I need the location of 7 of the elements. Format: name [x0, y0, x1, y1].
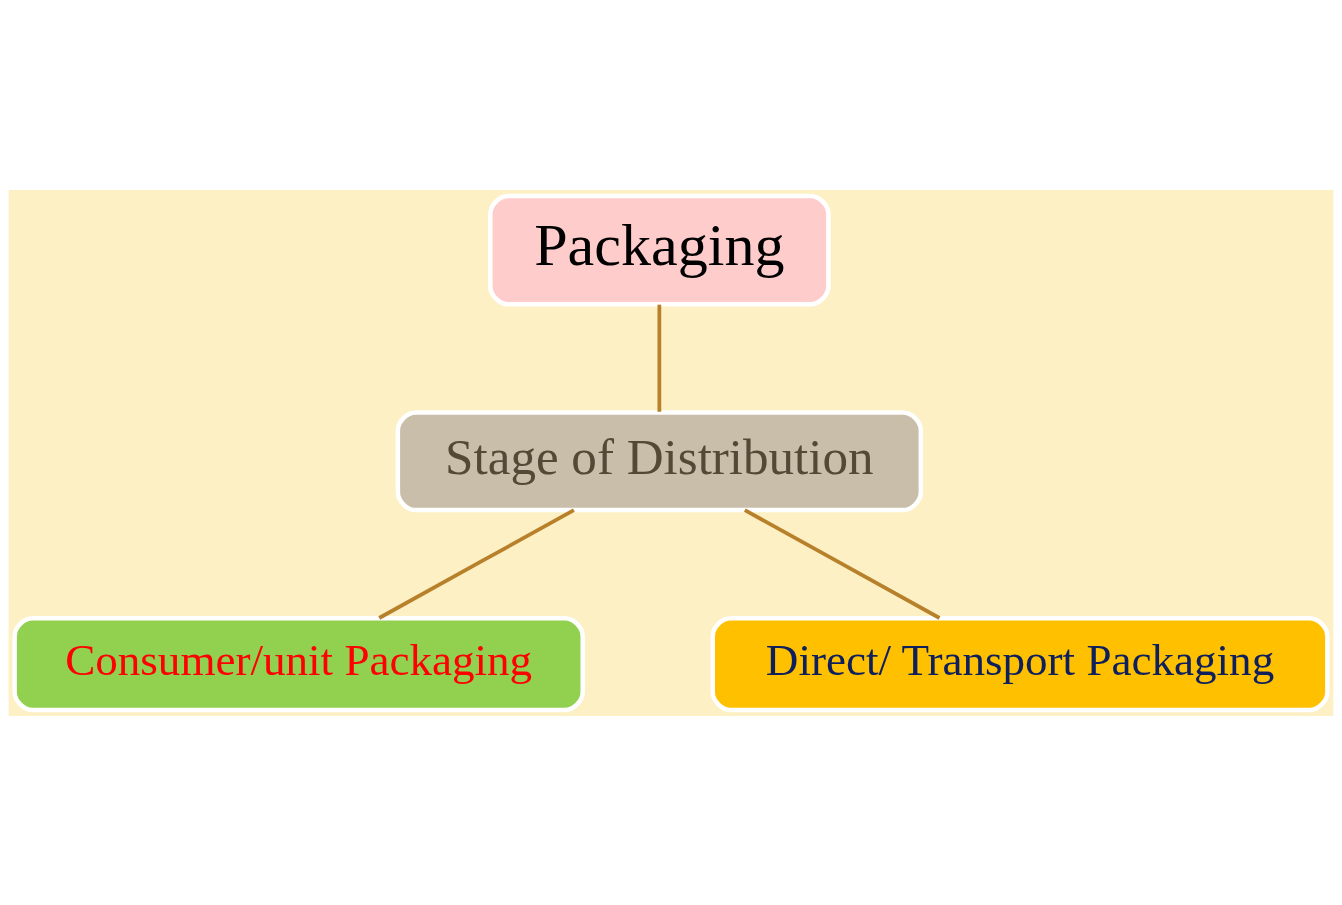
- node-box: Packaging: [488, 193, 831, 306]
- connector: [743, 508, 941, 620]
- node-box: Direct/ Transport Packaging: [710, 615, 1330, 712]
- node-box: Consumer/unit Packaging: [12, 615, 585, 712]
- connector: [657, 304, 662, 412]
- node-box: Stage of Distribution: [395, 409, 924, 512]
- connector: [378, 508, 575, 620]
